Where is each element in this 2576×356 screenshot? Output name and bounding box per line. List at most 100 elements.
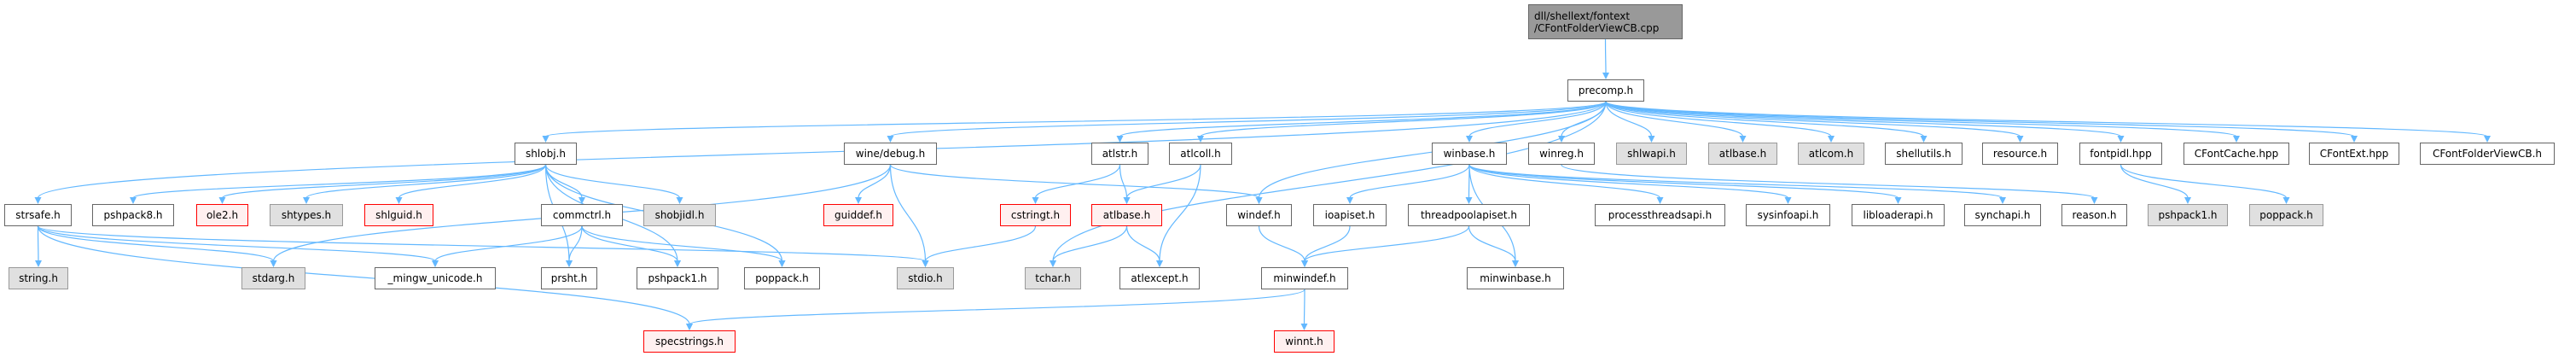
node-winbase[interactable]: winbase.h (1432, 143, 1507, 165)
arrowhead (1999, 197, 2006, 204)
edge-precomp-to-atlcom (1605, 101, 1835, 143)
node-cfontfolderviewcb[interactable]: CFontFolderViewCB.h (2420, 143, 2555, 165)
node-winedebug[interactable]: wine/debug.h (844, 143, 937, 165)
root-label-line2: /CFontFolderViewCB.cpp (1534, 21, 1660, 34)
edge-precomp-to-cfontcache (1605, 101, 2240, 143)
arrowhead (1300, 324, 1308, 330)
arrowhead (1156, 260, 1163, 267)
arrowhead (1602, 73, 1609, 79)
arrowhead (778, 260, 786, 267)
arrowhead (1920, 136, 1928, 143)
edge-shlobj-to-shlguid (395, 164, 547, 204)
node-specstrings[interactable]: specstrings.h (643, 330, 736, 353)
node-libloaderapi[interactable]: libloaderapi.h (1852, 204, 1945, 226)
node-cstringt[interactable]: cstringt.h (1000, 204, 1071, 226)
arrowhead (35, 260, 42, 267)
node-processthreadsapi[interactable]: processthreadsapi.h (1595, 204, 1725, 226)
node-threadpoolapiset[interactable]: threadpoolapiset.h (1408, 204, 1530, 226)
node-pshpack1b[interactable]: pshpack1.h (2148, 204, 2228, 226)
node-poppackb[interactable]: poppack.h (2249, 204, 2323, 226)
arrowhead (579, 197, 585, 204)
node-shlobj[interactable]: shlobj.h (515, 143, 577, 165)
edge-fontpidl-to-poppackb (2120, 164, 2290, 204)
node-atlbase2[interactable]: atlbase.h (1708, 143, 1777, 165)
node-shtypes[interactable]: shtypes.h (270, 204, 343, 226)
node-minwinbase[interactable]: minwinbase.h (1467, 267, 1564, 289)
edge-shlobj-to-pshpack8 (130, 164, 547, 204)
node-precomp[interactable]: precomp.h (1567, 79, 1644, 102)
arrowhead (130, 197, 137, 204)
node-ioapiset[interactable]: ioapiset.h (1313, 204, 1387, 226)
arrowhead (855, 197, 862, 204)
edge-strsafe-to-mingwunicode (37, 225, 439, 267)
edge-commctrl-to-prsht (566, 225, 583, 267)
node-shlwapi[interactable]: shlwapi.h (1616, 143, 1687, 165)
node-strsafe[interactable]: strsafe.h (4, 204, 72, 226)
node-stdarg[interactable]: stdarg.h (241, 267, 305, 289)
node-atlbase[interactable]: atlbase.h (1091, 204, 1162, 226)
edge-threadpoolapiset-to-minwinbase (1468, 225, 1519, 267)
edge-winedebug-to-stdio (889, 164, 929, 267)
edge-atlbase-to-tchar (1050, 225, 1128, 267)
arrowhead (2016, 136, 2024, 143)
node-fontpidl[interactable]: fontpidl.hpp (2079, 143, 2162, 165)
node-atlexcept[interactable]: atlexcept.h (1119, 267, 1200, 289)
node-sysinfoapi[interactable]: sysinfoapi.h (1746, 204, 1830, 226)
edge-root-to-precomp (1602, 38, 1609, 79)
edge-precomp-to-tchar (1050, 101, 1607, 267)
node-tchar[interactable]: tchar.h (1025, 267, 1081, 289)
edge-strsafe-to-string (35, 225, 42, 267)
edge-precomp-to-resource (1605, 101, 2024, 143)
arrowhead (2282, 197, 2290, 204)
edge-precomp-to-winedebug (887, 101, 1607, 143)
edge-winedebug-to-guiddef (855, 164, 892, 204)
edge-precomp-to-atlstr (1116, 101, 1607, 143)
node-winreg[interactable]: winreg.h (1528, 143, 1595, 165)
node-pshpack8[interactable]: pshpack8.h (92, 204, 174, 226)
edge-precomp-to-shlobj (542, 101, 1607, 143)
node-atlstr[interactable]: atlstr.h (1091, 143, 1148, 165)
arrowhead (1656, 197, 1664, 204)
arrowhead (676, 197, 683, 204)
node-minwindef[interactable]: minwindef.h (1261, 267, 1348, 289)
node-string[interactable]: string.h (9, 267, 68, 289)
node-windef[interactable]: windef.h (1226, 204, 1292, 226)
node-root-file[interactable]: dll/shellext/fontext /CFontFolderViewCB.… (1528, 4, 1683, 39)
node-ole2[interactable]: ole2.h (196, 204, 248, 226)
node-stdio[interactable]: stdio.h (897, 267, 954, 289)
node-mingwunicode[interactable]: _mingw_unicode.h (375, 267, 496, 289)
edge-precomp-to-winreg (1558, 101, 1607, 143)
edge-precomp-to-atlcoll (1197, 101, 1607, 143)
arrowhead (1123, 197, 1131, 204)
node-prsht[interactable]: prsht.h (541, 267, 597, 289)
arrowhead (303, 197, 310, 204)
edge-commctrl-to-poppack (581, 225, 786, 267)
node-winnt[interactable]: winnt.h (1274, 330, 1335, 353)
arrowhead (542, 136, 550, 143)
arrowhead (674, 260, 681, 267)
arrowhead (1197, 136, 1204, 143)
node-shellutils[interactable]: shellutils.h (1885, 143, 1963, 165)
node-shobjidl[interactable]: shobjidl.h (643, 204, 716, 226)
node-synchapi[interactable]: synchapi.h (1964, 204, 2041, 226)
arrowhead (2351, 136, 2358, 143)
arrowhead (2233, 136, 2240, 143)
edge-atlstr-to-cstringt (1032, 164, 1121, 204)
node-atlcom[interactable]: atlcom.h (1798, 143, 1864, 165)
node-cfontcache[interactable]: CFontCache.hpp (2183, 143, 2289, 165)
node-poppack[interactable]: poppack.h (744, 267, 820, 289)
node-atlcoll[interactable]: atlcoll.h (1169, 143, 1232, 165)
arrowhead (2484, 136, 2491, 143)
arrowhead (1346, 197, 1353, 204)
edge-winbase-to-sysinfoapi (1468, 164, 1792, 204)
node-cfontext[interactable]: CFontExt.hpp (2309, 143, 2399, 165)
node-pshpack1[interactable]: pshpack1.h (637, 267, 718, 289)
node-guiddef[interactable]: guiddef.h (823, 204, 893, 226)
node-commctrl[interactable]: commctrl.h (541, 204, 623, 226)
node-resource[interactable]: resource.h (1982, 143, 2058, 165)
arrowhead (1255, 197, 1263, 204)
node-reason[interactable]: reason.h (2061, 204, 2127, 226)
node-shlguid[interactable]: shlguid.h (364, 204, 433, 226)
root-label-line1: dll/shellext/fontext (1534, 9, 1631, 22)
